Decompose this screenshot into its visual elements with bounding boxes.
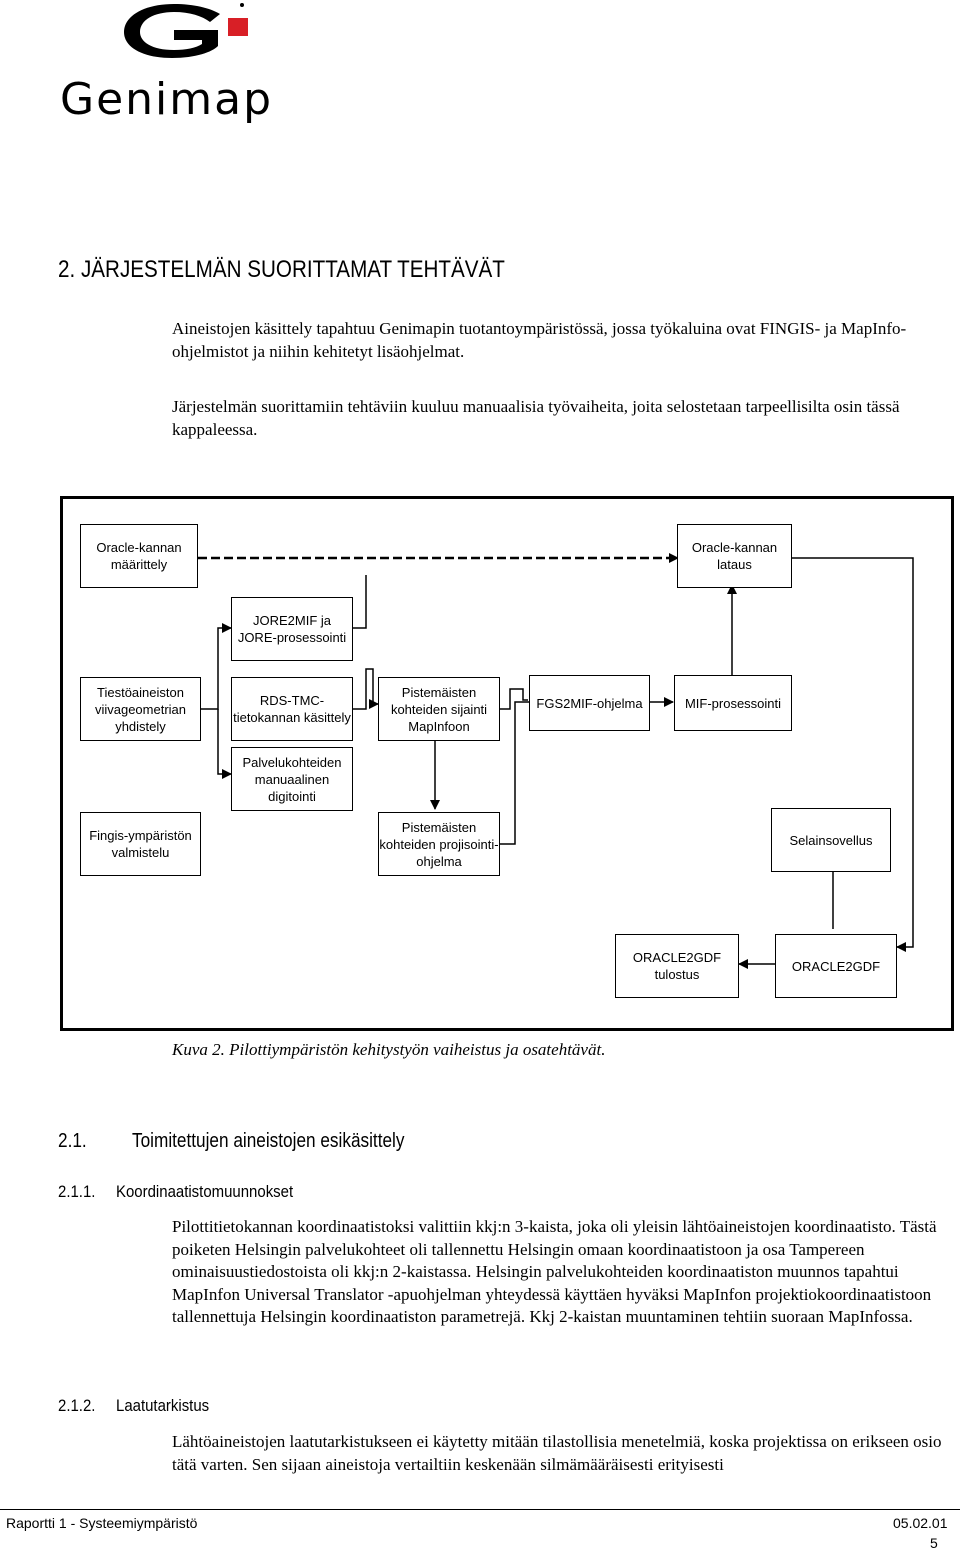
intro-paragraph-1: Aineistojen käsittely tapahtuu Genimapin… <box>172 319 907 361</box>
diagram-connectors <box>198 553 914 969</box>
section-heading: 2. JÄRJESTELMÄN SUORITTAMAT TEHTÄVÄT <box>58 256 505 283</box>
section-2-1-title: Toimitettujen aineistojen esikäsittely <box>132 1130 405 1152</box>
footer-rule <box>0 1509 960 1510</box>
mif-prosessointi-box: MIF-prosessointi <box>674 675 792 731</box>
pistemaisten-sijainti-box: Pistemäisten kohteiden sijainti MapInfoo… <box>378 677 500 741</box>
jore2mif-box: JORE2MIF ja JORE-prosessointi <box>231 597 353 661</box>
section-2-1-2-text: Lähtöaineistojen laatutarkistukseen ei k… <box>172 1432 942 1474</box>
section-2-1-1-title: Koordinaatistomuunnokset <box>116 1182 294 1201</box>
logo-wordmark: Genimap <box>60 74 274 125</box>
footer-title: Raportti 1 - Systeemiympäristö <box>6 1515 198 1531</box>
section-2-1-1-text: Pilottitietokannan koordinaatistoksi val… <box>172 1217 937 1326</box>
tiestoaineisto-box: Tiestöaineiston viivageometrian yhdistel… <box>80 677 201 741</box>
fingis-valmistelu-box: Fingis-ympäristön valmistelu <box>80 812 201 876</box>
oracle-kannan-lataus-box: Oracle-kannan lataus <box>677 524 792 588</box>
projisointi-ohjelma-box: Pistemäisten kohteiden projisointi-ohjel… <box>378 812 500 876</box>
process-diagram: Oracle-kannan määrittely Oracle-kannan l… <box>60 496 954 1031</box>
palvelukohteiden-digitointi-box: Palvelukohteiden manuaalinen digitointi <box>231 747 353 811</box>
section-2-1-1-number: 2.1.1. <box>58 1182 96 1201</box>
footer-date: 05.02.01 <box>893 1515 948 1531</box>
oracle2gdf-box: ORACLE2GDF <box>775 934 897 998</box>
section-2-1-2-title: Laatutarkistus <box>116 1396 210 1415</box>
section-2-1-2-number: 2.1.2. <box>58 1396 96 1415</box>
section-2-1-number: 2.1. <box>58 1130 87 1152</box>
oracle-kannan-maarittely-box: Oracle-kannan määrittely <box>80 524 198 588</box>
rds-tmc-box: RDS-TMC-tietokannan käsittely <box>231 677 353 741</box>
selainsovellus-box: Selainsovellus <box>771 808 891 872</box>
figure-caption: Kuva 2. Pilottiympäristön kehitystyön va… <box>172 1040 606 1059</box>
page-number: 5 <box>930 1535 938 1551</box>
intro-paragraph-2: Järjestelmän suorittamiin tehtäviin kuul… <box>172 397 900 439</box>
genimap-g-icon <box>124 3 248 58</box>
fgs2mif-box: FGS2MIF-ohjelma <box>529 675 650 731</box>
oracle2gdf-tulostus-box: ORACLE2GDF tulostus <box>615 934 739 998</box>
